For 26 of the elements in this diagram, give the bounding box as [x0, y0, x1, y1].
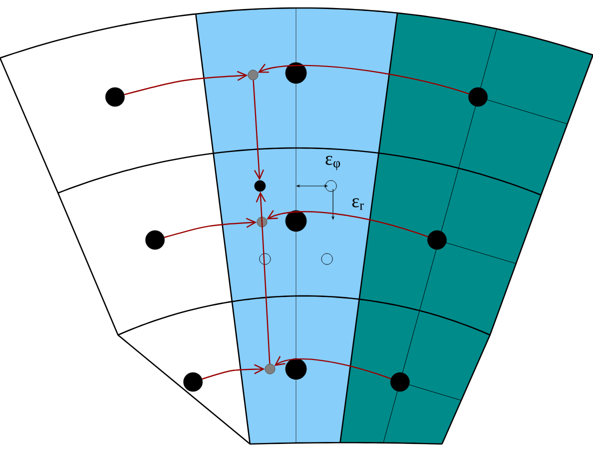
dot [468, 87, 488, 107]
dot [285, 210, 307, 232]
dot [285, 358, 307, 380]
open-circle [321, 253, 333, 265]
dot [254, 180, 266, 192]
arrow [124, 70, 248, 96]
dot [183, 372, 203, 392]
arrow [202, 364, 265, 380]
dot [390, 372, 410, 392]
strain-label: ε$_{φ}$ [326, 156, 340, 170]
arrow [274, 356, 392, 380]
dot [427, 230, 447, 250]
dot [105, 87, 125, 107]
arrow [252, 80, 264, 180]
grid-point [256, 216, 268, 228]
open-circle [325, 180, 337, 192]
grid-point [248, 70, 258, 80]
dot [285, 62, 307, 84]
grid-point [264, 364, 276, 374]
arrow [164, 218, 257, 238]
dot [145, 230, 165, 250]
open-circle [259, 253, 271, 265]
strain-label: ε$_{r}$ [352, 198, 364, 210]
arrow [266, 210, 428, 238]
arrow [258, 64, 469, 94]
arrow [256, 192, 270, 364]
